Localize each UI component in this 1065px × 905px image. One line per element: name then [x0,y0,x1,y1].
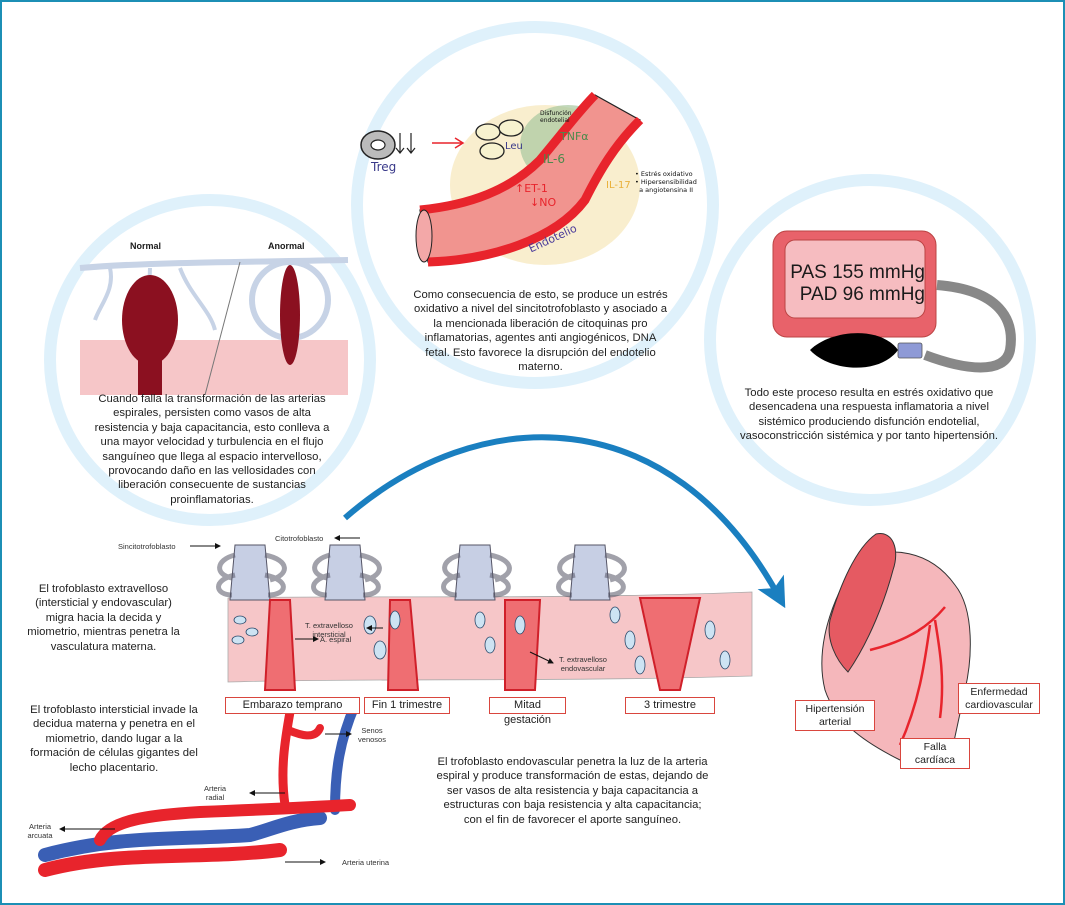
no-label: ↓NO [530,196,557,209]
t-extravelloso-intersticial-label: T. extravelloso intersticial [305,621,353,639]
red-arrow-icon [432,137,465,149]
spiral-arteries [263,597,702,691]
monitor-screen [784,239,926,319]
stress-bullet: a angiotensina II [635,186,694,194]
abnormal-artery [280,265,300,365]
stage-label: 3 trimestre [625,697,715,714]
stage-label: Embarazo temprano [225,697,360,714]
villi-branches [216,552,627,598]
pas-reading: PAS 155 mmHg [790,262,925,283]
artery-loop [284,724,324,740]
villous-plate [79,257,349,271]
bp-monitor-illustration [772,230,1016,373]
arteria-radial-label: Arteria radial [203,784,227,802]
abnormal-label: Anormal [268,241,305,251]
tissue-band [80,340,348,395]
artery-arcuata [94,799,356,846]
pad-reading: PAD 96 mmHg [799,284,925,305]
il17-label: IL-17 [606,180,631,191]
heart-failure-label: Falla cardíaca [900,738,970,769]
il6-label: IL-6 [543,152,565,166]
t-extravelloso-endovascular-label: T. extravelloso endovascular [559,655,607,673]
right-circle-ring [704,174,1036,506]
coronary-arteries [869,606,946,746]
arteria-arcuata-label: Arteria arcuata [27,822,53,840]
placenta-comparison-illustration [79,257,349,396]
leu-label: Leu [505,141,523,152]
left-panel-caption: Cuando falla la transformación de las ar… [94,393,330,506]
et1-label: ↑ET-1 [515,182,548,195]
a-espiral-label: A. espiral [320,635,352,644]
top-circle-ring [351,21,719,389]
decidua-illustration [216,544,753,691]
vessel-wall-bottom [427,116,644,267]
bulb-icon [810,333,898,368]
artery-radial [278,707,295,810]
leukocyte-cells-icon [475,119,524,160]
stress-bullets: • Estrés oxidativo • Hipersensibilidad a… [635,170,697,194]
stage-label: Mitad gestación [489,697,566,726]
cuff-tube [923,280,1016,373]
hypertension-label: Hipertensión arterial [795,700,875,731]
senos-venosos-label: Senos venosos [358,726,386,744]
vessel-wall-top [419,91,599,215]
left-circle-ring [44,194,376,526]
artery-main [38,843,287,877]
normal-artery [122,275,178,365]
treg-cell-icon [360,130,396,160]
stress-bullet: • Hipersensibilidad [635,178,697,186]
endovascular-caption: El trofoblasto endovascular penetra la l… [436,756,709,826]
right-panel-caption: Todo este proceso resulta en estrés oxid… [739,387,999,443]
tnfa-label: TNFα [560,130,589,143]
normal-label: Normal [130,241,162,251]
endothelial-dysfunction-label: Disfunción endotelial [540,110,572,124]
sincitotrofoblasto-label: Sincitotrofoblasto [118,542,176,551]
uterine-vessels-illustration [38,700,360,877]
treg-label: Treg [371,160,397,174]
interstitial-caption: El trofoblasto intersticial invade la de… [30,704,198,774]
arteria-uterina-label: Arteria uterina [342,858,390,867]
extravillous-caption: El trofoblasto extravelloso (intersticia… [27,583,180,653]
stress-bullet: • Estrés oxidativo [635,170,693,178]
vein-branch [330,700,360,815]
cardiovascular-label: Enfermedad cardiovascular [958,683,1040,714]
citotrofoblasto-label: Citotrofoblasto [275,534,324,543]
divider-line [204,261,241,396]
top-panel-caption: Como consecuencia de esto, se produce un… [413,289,668,374]
villi-trees [229,544,611,601]
bulb-valve [897,342,923,359]
heart-atrium [828,533,897,673]
vessel-opening [415,209,433,263]
down-arrows-icon [395,133,416,154]
progression-arrow [343,434,786,609]
label-arrows [59,535,554,865]
vessel-illustration [415,91,644,267]
stage-label: Fin 1 trimestre [364,697,450,714]
